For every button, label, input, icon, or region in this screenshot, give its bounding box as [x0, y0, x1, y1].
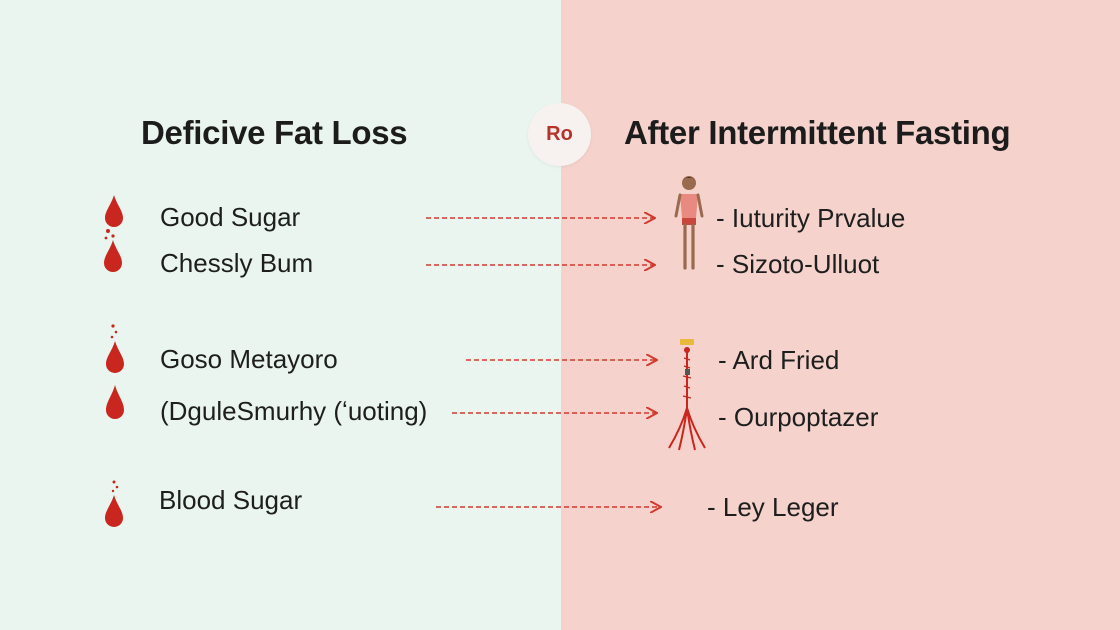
right-item-1: - Iuturity Prvalue	[716, 203, 906, 233]
left-panel	[0, 0, 561, 630]
left-item-4: (DguleSmurhy (ʻuoting)	[160, 396, 428, 426]
right-item-2: - Sizoto-Ulluot	[716, 249, 880, 279]
right-item-4: - Ourpoptazer	[718, 402, 879, 432]
left-item-5: Blood Sugar	[159, 485, 303, 515]
person-icon	[674, 176, 704, 270]
left-item-3: Goso Metayoro	[160, 344, 338, 374]
right-panel	[561, 0, 1120, 630]
left-item-1: Good Sugar	[160, 202, 301, 232]
right-item-5: - Ley Leger	[707, 492, 839, 522]
right-item-3: - Ard Fried	[718, 345, 840, 375]
left-item-2: Chessly Bum	[160, 248, 314, 278]
nerve-figure-icon	[668, 339, 706, 451]
blood-drop-icon	[104, 229, 122, 272]
vs-badge-label: Ro	[546, 123, 573, 145]
left-heading: Deficive Fat Loss	[141, 114, 408, 151]
vs-badge: Ro	[528, 103, 591, 166]
blood-drop-icon	[106, 324, 124, 373]
blood-drop-icon	[105, 480, 123, 527]
blood-drop-icon	[106, 385, 124, 419]
right-heading: After Intermittent Fasting	[624, 114, 1011, 151]
blood-drop-icon	[105, 195, 123, 227]
